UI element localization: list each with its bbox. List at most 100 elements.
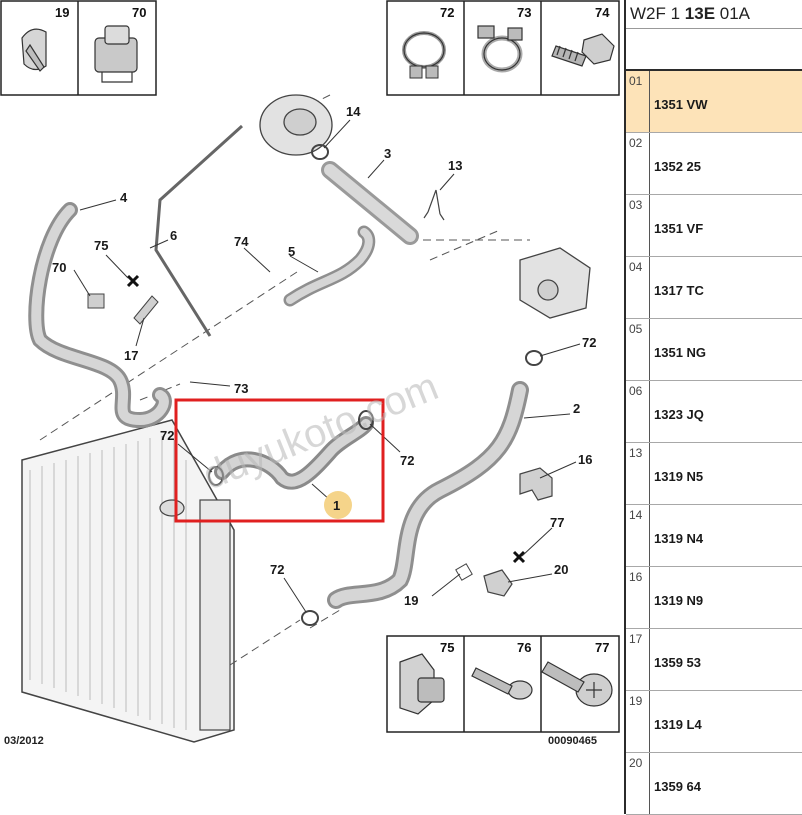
parts-list-row[interactable]: 05 1351 NG <box>626 319 802 381</box>
box-number-73: 73 <box>517 5 531 20</box>
diagram-reference: 00090465 <box>548 735 597 747</box>
clip-70 <box>87 293 105 309</box>
thermostat-housing <box>519 247 591 319</box>
callout-77[interactable]: 77 <box>550 515 564 530</box>
panel-blank-row <box>626 29 802 71</box>
part-index: 06 <box>626 381 650 442</box>
part-index: 03 <box>626 195 650 256</box>
clip-75-icon <box>399 653 445 715</box>
detail-box-top-left: 19 70 <box>0 0 157 96</box>
callout-75[interactable]: 75 <box>94 238 108 253</box>
group-suffix: 01A <box>715 4 751 23</box>
part-index: 02 <box>626 133 650 194</box>
parts-list-row[interactable]: 06 1323 JQ <box>626 381 802 443</box>
pipe-6 <box>154 124 244 337</box>
callout-4[interactable]: 4 <box>120 190 128 205</box>
parts-list-row[interactable]: 14 1319 N4 <box>626 505 802 567</box>
hose-clamp-72-icon <box>402 31 446 79</box>
part-code: 1323 JQ <box>654 407 704 422</box>
callout-3[interactable]: 3 <box>384 146 391 161</box>
part-index: 05 <box>626 319 650 380</box>
clamp-markers <box>208 144 543 626</box>
parts-list-row[interactable]: 16 1319 N9 <box>626 567 802 629</box>
cross-marker-77-icon <box>512 550 526 564</box>
callout-72-left[interactable]: 72 <box>160 428 174 443</box>
screw-77-icon <box>541 661 613 707</box>
part-index: 13 <box>626 443 650 504</box>
parts-list-row[interactable]: 13 1319 N5 <box>626 443 802 505</box>
part-code: 1352 25 <box>654 159 701 174</box>
bracket-20 <box>483 569 513 597</box>
bolt-74-icon <box>551 33 615 67</box>
callout-74[interactable]: 74 <box>234 234 249 249</box>
callout-70[interactable]: 70 <box>52 260 66 275</box>
part-code: 1359 64 <box>654 779 701 794</box>
box-number-74: 74 <box>595 5 610 20</box>
group-prefix: W2F 1 <box>630 4 685 23</box>
box-number-19: 19 <box>55 5 69 20</box>
bracket-16 <box>519 467 553 501</box>
box-number-70: 70 <box>132 5 146 20</box>
parts-list-row[interactable]: 17 1359 53 <box>626 629 802 691</box>
parts-diagram: 19 70 72 73 74 <box>0 0 620 747</box>
callout-5[interactable]: 5 <box>288 244 295 259</box>
group-code-header: W2F 1 13E 01A <box>626 0 802 29</box>
callout-72-right[interactable]: 72 <box>400 453 414 468</box>
part-code: 1319 L4 <box>654 717 702 732</box>
part-index: 14 <box>626 505 650 566</box>
part-code: 1319 N5 <box>654 469 704 484</box>
part-code: 1359 53 <box>654 655 701 670</box>
callout-19[interactable]: 19 <box>404 593 418 608</box>
callout-2[interactable]: 2 <box>573 401 580 416</box>
detail-box-top-right: 72 73 74 <box>386 0 620 96</box>
part-index: 17 <box>626 629 650 690</box>
selected-callout-highlight <box>324 491 352 519</box>
parts-list-row[interactable]: 03 1351 VF <box>626 195 802 257</box>
screw-76-icon <box>471 667 533 700</box>
clip-17 <box>133 295 159 325</box>
callout-13[interactable]: 13 <box>448 158 462 173</box>
callout-73[interactable]: 73 <box>234 381 248 396</box>
box-number-77: 77 <box>595 640 609 655</box>
detail-box-bottom-right: 75 76 77 <box>386 635 620 733</box>
parts-list-row[interactable]: 20 1359 64 <box>626 753 802 815</box>
box-number-76: 76 <box>517 640 531 655</box>
clip-70-icon <box>94 25 138 83</box>
part-index: 01 <box>626 71 650 132</box>
callout-leaders <box>73 119 581 613</box>
part-19 <box>455 563 473 581</box>
box-number-75: 75 <box>440 640 454 655</box>
part-code: 1319 N9 <box>654 593 704 608</box>
part-index: 20 <box>626 753 650 814</box>
water-pump <box>259 94 333 156</box>
part-code: 1351 VF <box>654 221 704 236</box>
parts-list-row[interactable]: 02 1352 25 <box>626 133 802 195</box>
parts-list-panel: W2F 1 13E 01A 01 1351 VW 02 1352 25 03 1351 V… <box>624 0 802 815</box>
clip-19-icon <box>21 28 47 72</box>
parts-list-row[interactable]: 19 1319 L4 <box>626 691 802 753</box>
part-code: 1317 TC <box>654 283 704 298</box>
callout-72-top[interactable]: 72 <box>582 335 596 350</box>
callout-14[interactable]: 14 <box>346 104 361 119</box>
callout-72-bottom[interactable]: 72 <box>270 562 284 577</box>
group-code: 13E <box>684 4 716 23</box>
part-code: 1351 NG <box>654 345 707 360</box>
callout-6[interactable]: 6 <box>170 228 177 243</box>
part-code: 1319 N4 <box>654 531 704 546</box>
part-code: 1351 VW <box>654 97 708 112</box>
radiator <box>21 419 235 743</box>
callout-20[interactable]: 20 <box>554 562 568 577</box>
part-index: 19 <box>626 691 650 752</box>
parts-list-row[interactable]: 01 1351 VW <box>626 71 802 133</box>
hose-clamp-73-icon <box>477 25 523 73</box>
callout-16[interactable]: 16 <box>578 452 592 467</box>
diagram-date: 03/2012 <box>4 735 44 747</box>
wire-13 <box>423 189 445 221</box>
cross-marker-75-icon <box>126 274 140 288</box>
callout-1[interactable]: 1 <box>333 498 340 513</box>
callout-17[interactable]: 17 <box>124 348 138 363</box>
selection-highlight-box <box>174 398 385 523</box>
part-index: 16 <box>626 567 650 628</box>
